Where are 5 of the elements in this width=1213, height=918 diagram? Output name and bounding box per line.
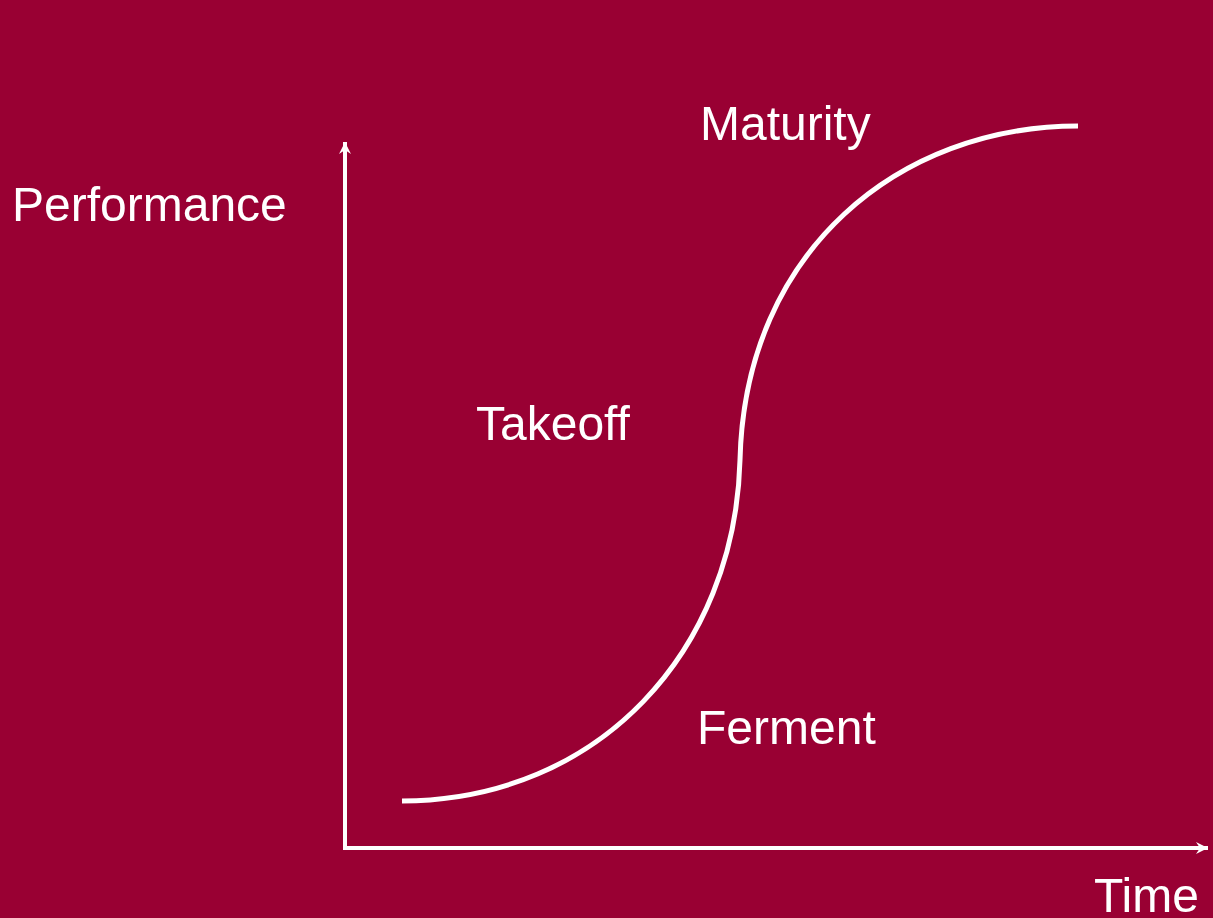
axis-label: Time: [1094, 872, 1199, 918]
stage-label: Takeoff: [476, 400, 630, 448]
axis-label: Performance: [12, 181, 287, 229]
stage-label: Ferment: [697, 704, 876, 752]
stage-label: Maturity: [700, 100, 871, 148]
